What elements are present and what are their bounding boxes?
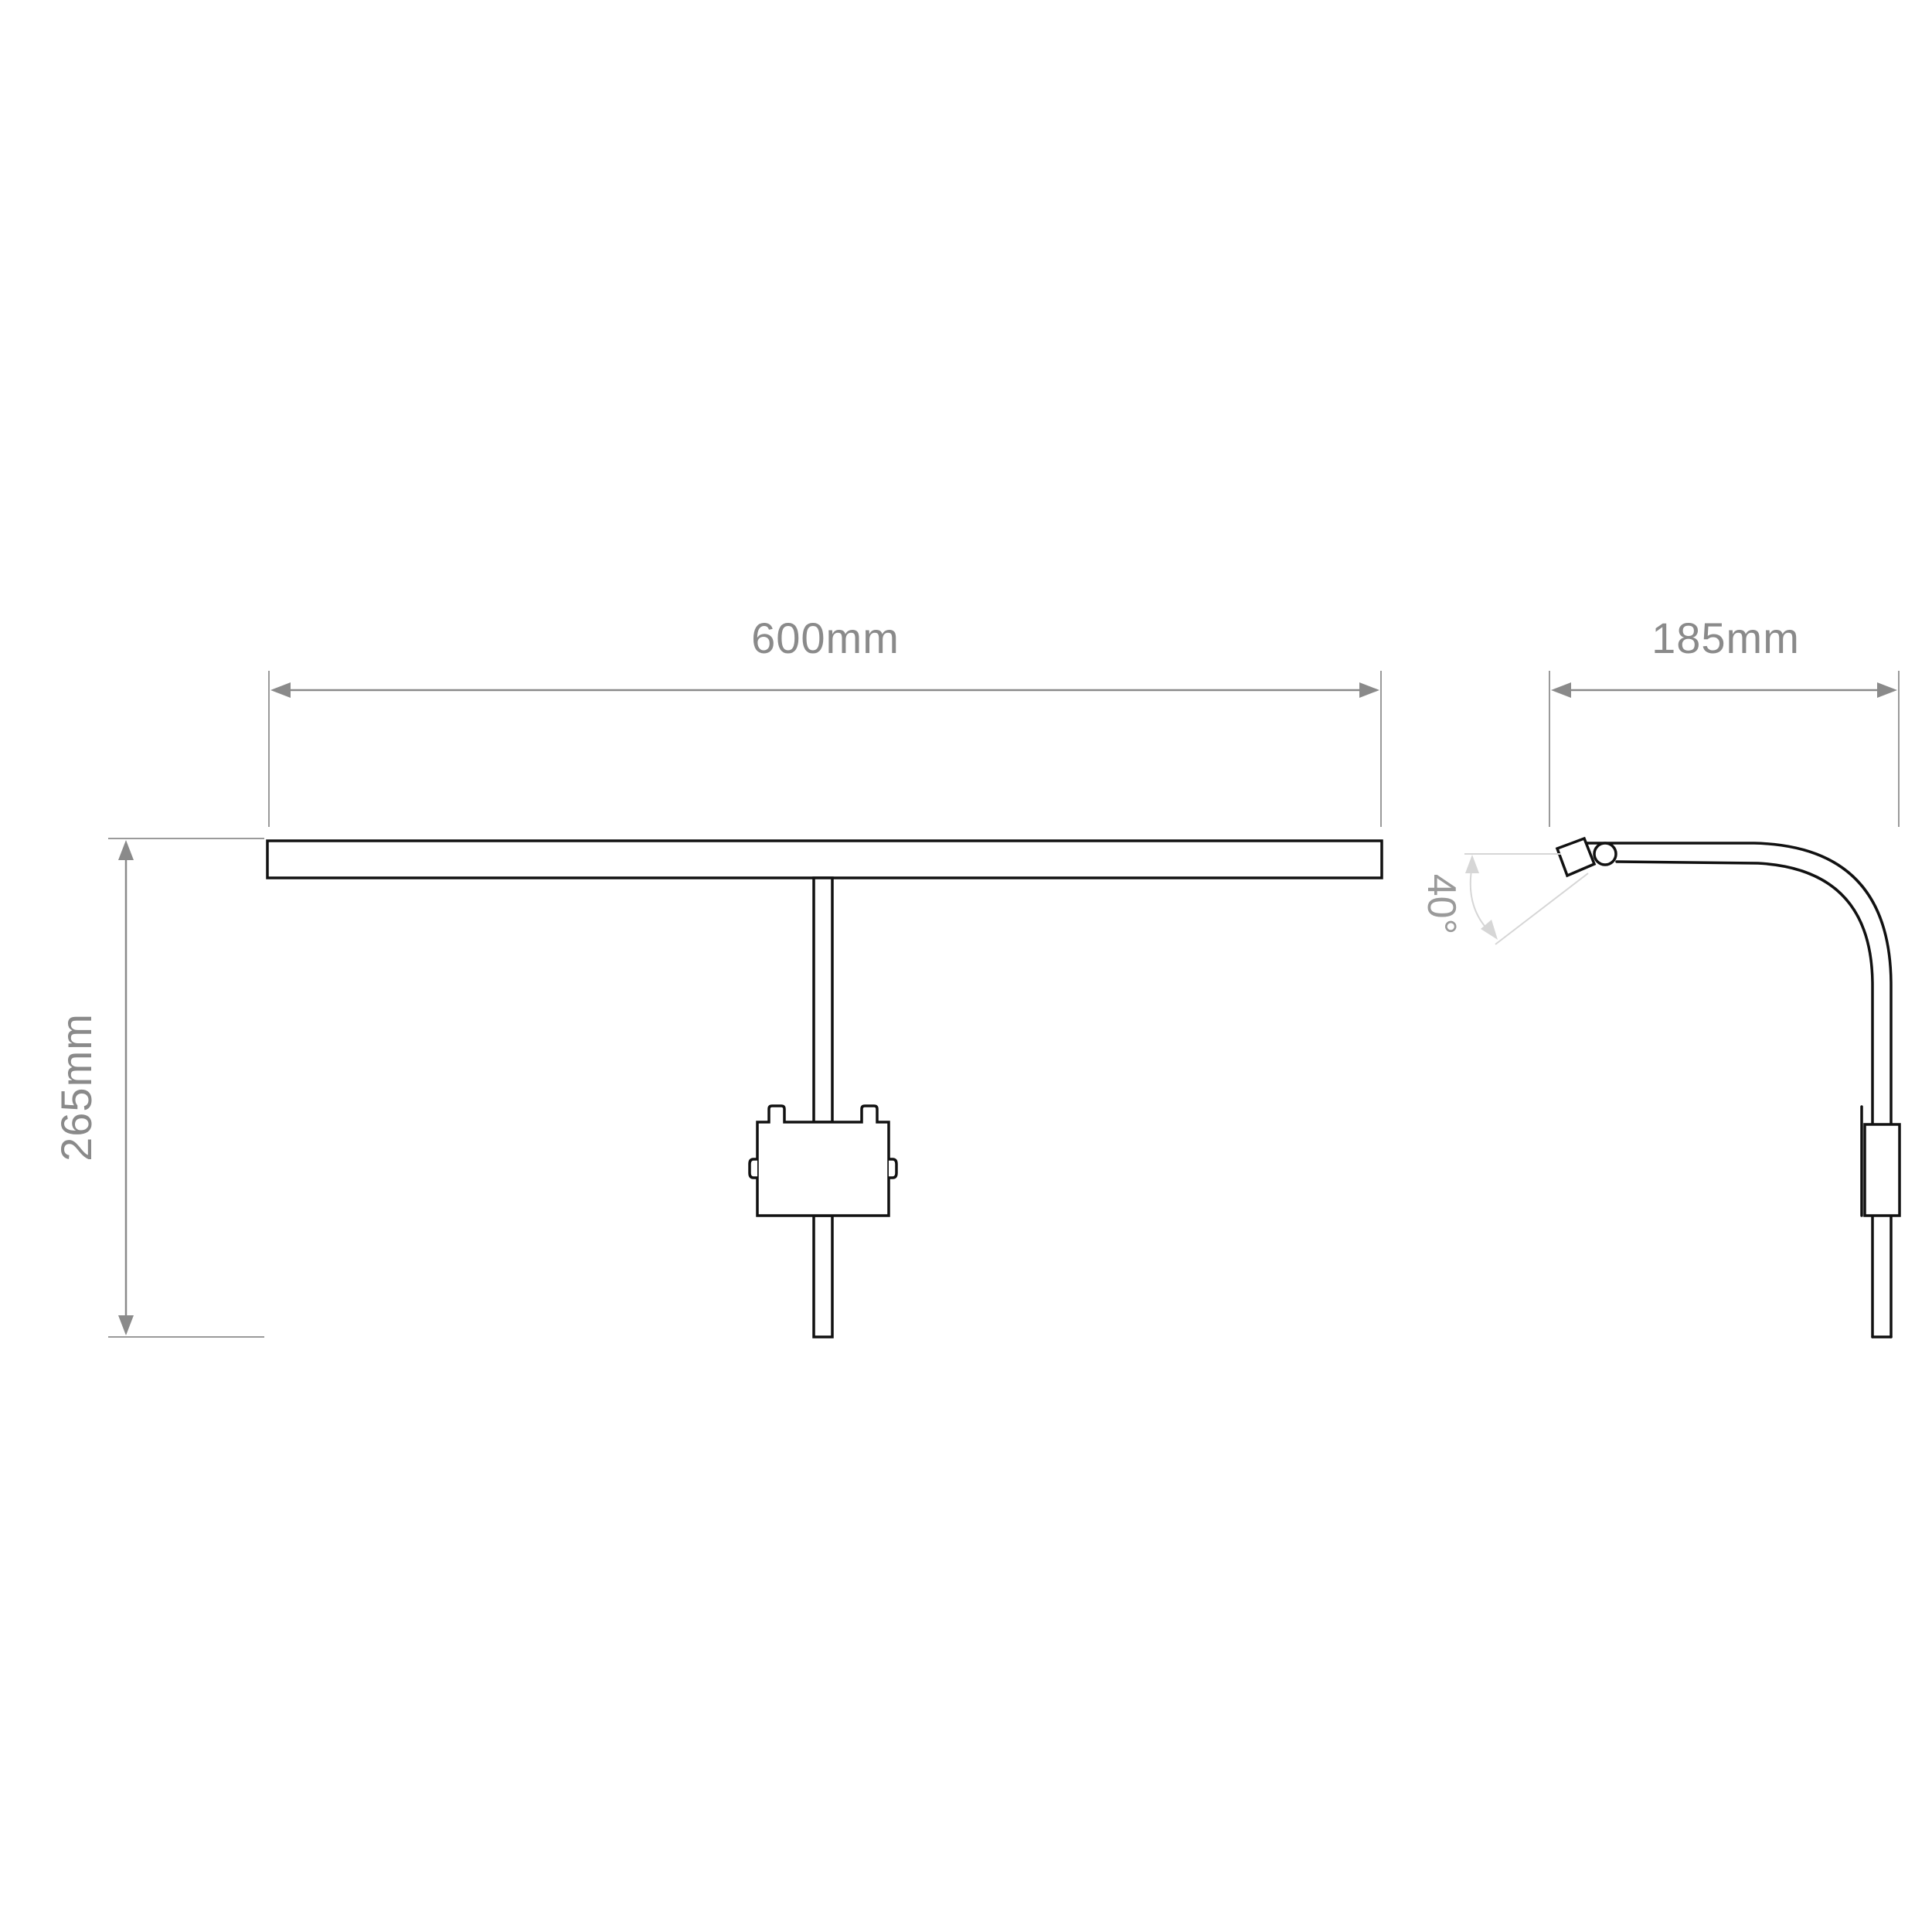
width-arrow-right xyxy=(1359,682,1379,698)
width-label: 600mm xyxy=(751,614,900,662)
mounting-box xyxy=(748,1104,898,1217)
angle-arrow-bottom xyxy=(1481,920,1498,940)
light-bar xyxy=(266,839,1383,879)
depth-dimension: 185mm xyxy=(1549,614,1900,827)
tilt-angle-indicator: 40° xyxy=(1419,853,1589,945)
vertical-arm-lower xyxy=(812,1214,834,1338)
vertical-arm-upper xyxy=(812,876,834,1124)
mounting-box-body xyxy=(756,1104,890,1217)
width-dimension: 600mm xyxy=(268,614,1382,827)
depth-label: 185mm xyxy=(1651,614,1800,662)
mounting-box-knob-right xyxy=(889,1158,898,1179)
pivot-joint xyxy=(1593,842,1617,866)
depth-arrow-right xyxy=(1877,682,1897,698)
height-label: 265mm xyxy=(52,1013,100,1162)
angle-label: 40° xyxy=(1419,874,1464,935)
side-mount-plate xyxy=(1863,1123,1901,1217)
light-head xyxy=(1555,836,1597,878)
width-arrow-left xyxy=(270,682,291,698)
height-dimension: 265mm xyxy=(52,838,264,1338)
front-view: 600mm 265mm xyxy=(52,614,1383,1338)
mounting-box-knob-left xyxy=(748,1158,757,1179)
height-arrow-top xyxy=(118,840,134,860)
angle-arrow-top xyxy=(1465,855,1479,873)
angle-guide-tilted xyxy=(1495,872,1589,945)
depth-arrow-left xyxy=(1551,682,1571,698)
curved-arm-inner xyxy=(1615,860,1874,1338)
curved-arm-outer xyxy=(1584,842,1893,1338)
side-view: 185mm 40° xyxy=(1419,614,1901,1338)
height-arrow-bottom xyxy=(118,1315,134,1335)
